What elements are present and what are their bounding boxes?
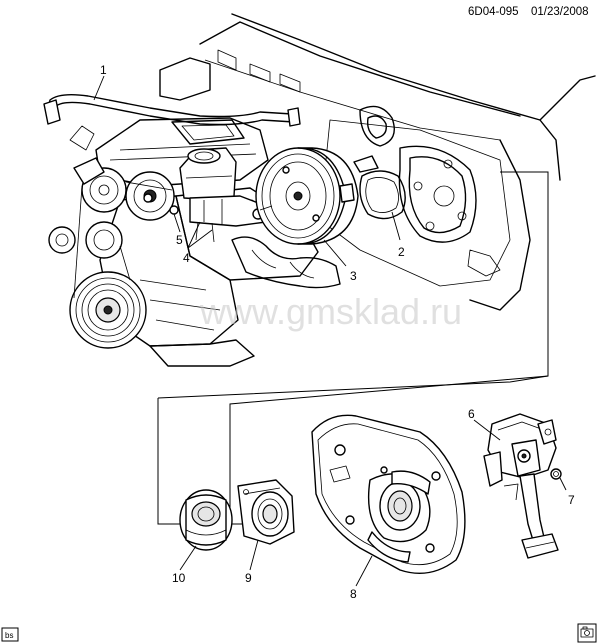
callout-2: 2 [398, 245, 405, 259]
footer-tag: bs [5, 631, 13, 640]
dash-seal-gasket [353, 155, 406, 220]
callout-1: 1 [100, 63, 107, 77]
booster-seal [237, 479, 295, 545]
callout-4: 4 [183, 251, 190, 265]
callout-10: 10 [172, 571, 186, 585]
footer-tag-box [1, 627, 19, 642]
brake-pedal-assembly [483, 413, 559, 559]
mounting-nut [169, 205, 179, 215]
callout-6: 6 [468, 407, 475, 421]
callout-frame-lines [157, 171, 549, 525]
dash-insulator-panel [311, 414, 466, 574]
firewall-body [159, 13, 596, 311]
callout-8: 8 [350, 587, 357, 601]
brake-vacuum-hose [43, 93, 301, 127]
camera-info-icon [577, 623, 597, 643]
diagram-code: 6D04-095 [468, 6, 519, 18]
brake-booster [255, 147, 359, 245]
watermark: www.gmsklad.ru [199, 291, 462, 332]
callout-7: 7 [568, 493, 575, 507]
diagram-date: 01/23/2008 [531, 6, 589, 18]
callout-3: 3 [350, 269, 357, 283]
callout-9: 9 [245, 571, 252, 585]
pedal-nut [550, 468, 562, 480]
master-cylinder [179, 147, 267, 243]
leader-lines [93, 75, 567, 587]
callout-5: 5 [176, 233, 183, 247]
seal-grommet [179, 489, 233, 551]
